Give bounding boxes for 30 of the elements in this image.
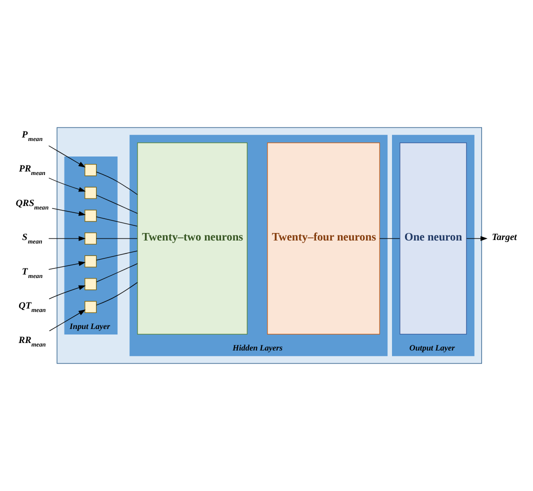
node-text: QRS$_{mean}$ bbox=[16, 198, 49, 212]
node-text: S$_{mean}$ bbox=[22, 233, 42, 246]
connector bbox=[96, 238, 138, 239]
connector bbox=[379, 238, 400, 239]
connector bbox=[96, 194, 138, 214]
node-box: One neuron bbox=[400, 142, 467, 335]
node-box bbox=[84, 232, 97, 245]
arrow bbox=[466, 236, 488, 241]
arrow bbox=[48, 236, 86, 241]
connector bbox=[96, 216, 138, 226]
connector bbox=[96, 263, 138, 282]
node-box: Twenty–two neurons bbox=[137, 142, 248, 335]
node-text: RR$_{mean}$ bbox=[18, 336, 46, 348]
node-box: Twenty–four neurons bbox=[267, 142, 380, 335]
node-box bbox=[84, 300, 97, 313]
node-box bbox=[84, 255, 97, 268]
connector bbox=[96, 250, 138, 260]
node-text: Target bbox=[492, 233, 517, 244]
node-box bbox=[84, 186, 97, 199]
node-box bbox=[84, 164, 97, 176]
arrow bbox=[48, 261, 86, 270]
node-text: T$_{mean}$ bbox=[22, 267, 43, 280]
node-box bbox=[84, 210, 97, 222]
node-text: PR$_{mean}$ bbox=[18, 164, 46, 178]
connector bbox=[96, 172, 138, 195]
node-text: P$_{mean}$ bbox=[22, 130, 43, 143]
connector bbox=[96, 282, 138, 306]
node-box bbox=[84, 278, 97, 290]
arrow bbox=[48, 145, 86, 168]
node-text: QT$_{mean}$ bbox=[18, 302, 46, 314]
